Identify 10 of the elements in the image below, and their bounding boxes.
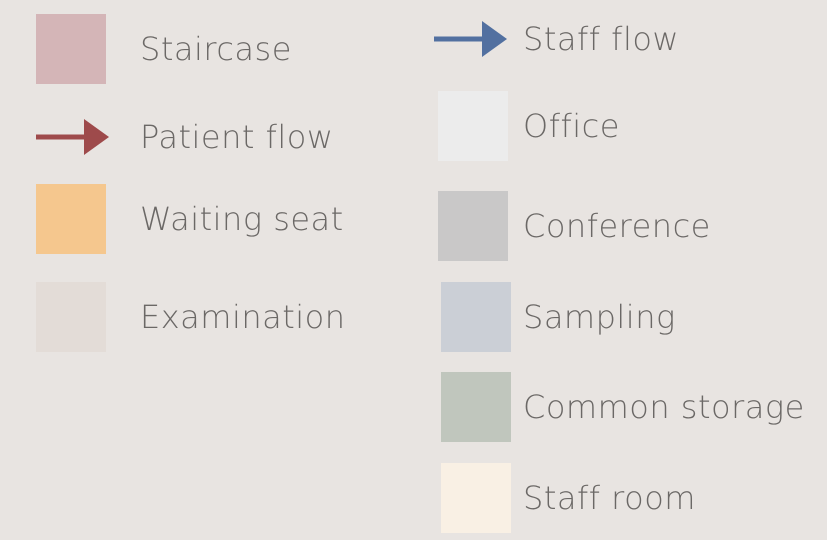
- legend-label: Examination: [140, 297, 346, 337]
- legend-label: Conference: [523, 206, 711, 246]
- legend-label: Waiting seat: [140, 199, 344, 239]
- legend-label: Sampling: [523, 297, 676, 337]
- legend-label: Patient flow: [140, 117, 334, 157]
- legend-label: Office: [523, 106, 620, 146]
- legend-label: Staircase: [140, 29, 292, 69]
- legend-label: Staff room: [523, 478, 696, 518]
- legend-label: Common storage: [523, 387, 805, 427]
- legend-label: Staff flow: [523, 19, 680, 59]
